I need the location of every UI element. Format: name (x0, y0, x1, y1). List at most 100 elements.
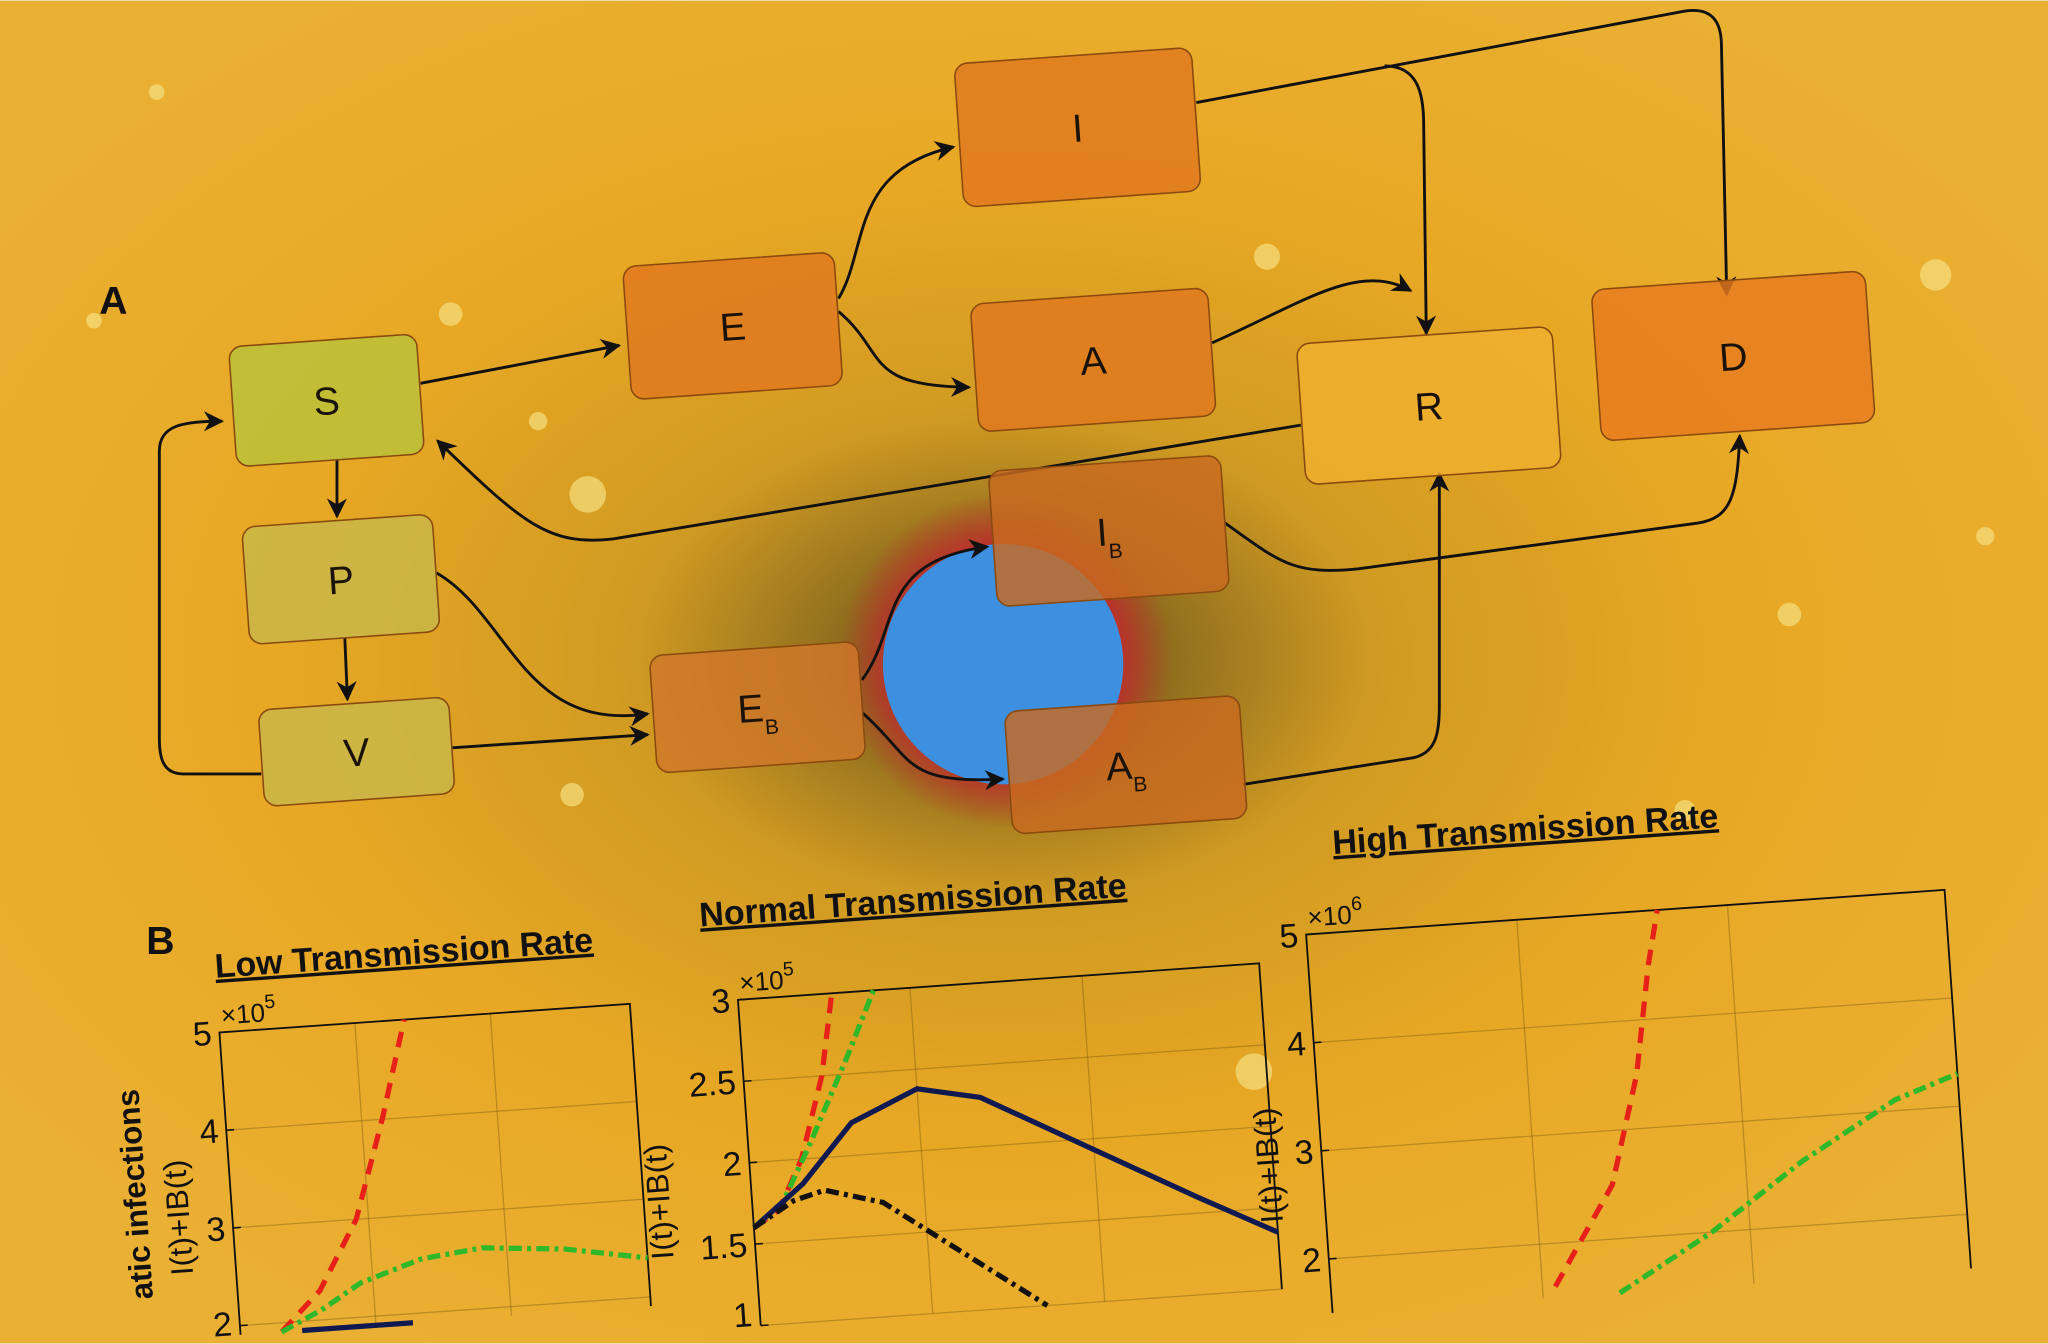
grid-line (754, 1207, 1277, 1245)
node-v: V (258, 696, 455, 807)
series-3-line (752, 1187, 1049, 1308)
node-box (1591, 270, 1876, 441)
node-ab: AB (1004, 695, 1248, 835)
grid-line (489, 1013, 513, 1316)
node-r: R (1296, 326, 1562, 485)
node-ib: IB (988, 455, 1230, 607)
grid-line (1321, 1105, 1960, 1152)
y-multiplier: ×105 (738, 958, 796, 998)
arrow-p-to-v (336, 637, 357, 702)
series-1-line (280, 1245, 648, 1335)
y-tick (1313, 1041, 1322, 1044)
node-label: P (326, 559, 355, 604)
arrow-ab-to-r (1243, 471, 1450, 786)
axes-box (218, 1002, 652, 1335)
node-d: D (1591, 270, 1876, 441)
y-tick (754, 1242, 763, 1245)
y-tick-label: 2.5 (687, 1064, 737, 1105)
y-tick-label: 3 (710, 982, 731, 1021)
y-tick-label: 1.5 (699, 1226, 749, 1267)
node-eb: EB (649, 641, 866, 774)
arrow-r-to-s (436, 423, 1302, 542)
y-tick-label: 2 (212, 1305, 233, 1344)
series-2-line (302, 1320, 414, 1334)
y-tick (749, 1161, 758, 1164)
node-box (622, 252, 843, 400)
node-box (1004, 695, 1248, 835)
grid-line (354, 1022, 377, 1326)
node-a: A (970, 287, 1217, 432)
y-tick-label: 2 (1301, 1241, 1322, 1280)
y-axis-label: I(t)+IB(t) (157, 1159, 200, 1277)
node-label: E (718, 305, 747, 350)
arrow-a-to-r (1211, 273, 1413, 345)
y-tick-label: 4 (1286, 1025, 1307, 1064)
node-s: S (228, 333, 425, 467)
flow-arrows (157, 8, 1750, 791)
node-label: IB (1095, 510, 1123, 564)
compartment-nodes: S P V E EB I A IB AB R D (228, 47, 1876, 835)
y-axis-label: I(t)+IB(t) (638, 1143, 681, 1261)
grid-line (749, 1125, 1271, 1164)
series-1-line (1618, 1071, 1959, 1296)
axes-box (1305, 888, 1972, 1314)
y-tick (1328, 1257, 1337, 1260)
node-label: S (312, 380, 341, 425)
series-1-line (752, 989, 876, 1230)
background-particles (86, 84, 1995, 1090)
grid-line (233, 1198, 644, 1229)
grid-line (239, 1296, 651, 1327)
node-box (241, 514, 441, 645)
arrow-i-to-r (1384, 64, 1437, 336)
y-tick-label: 1 (732, 1296, 753, 1335)
grid-line (1328, 1213, 1968, 1260)
arrow-eb-to-ib (860, 539, 990, 681)
node-box (1296, 326, 1562, 485)
panel-b-label: B (146, 920, 174, 963)
grid-line (226, 1100, 637, 1131)
y-multiplier: ×105 (219, 991, 277, 1031)
node-p: P (241, 514, 441, 645)
y-tick (743, 1079, 752, 1083)
y-tick-label: 5 (1278, 917, 1299, 956)
node-box (954, 47, 1202, 208)
y-tick (233, 1226, 241, 1229)
node-i: I (954, 47, 1202, 208)
node-label: I (1071, 107, 1085, 151)
grid-line (760, 1288, 1282, 1327)
node-box (988, 455, 1230, 607)
node-box (649, 641, 866, 774)
arrow-v-to-eb (451, 725, 650, 750)
node-box (258, 696, 455, 807)
y-tick-label: 4 (198, 1113, 219, 1152)
y-tick (760, 1324, 769, 1327)
y-tick (1321, 1149, 1330, 1152)
arrow-e-to-a (837, 310, 972, 398)
grid-line (1516, 919, 1544, 1299)
node-box (228, 333, 425, 467)
arrow-ib-to-d (1224, 433, 1750, 572)
arrow-s-to-e (420, 338, 622, 385)
node-label: D (1718, 335, 1749, 380)
grid-line (1726, 905, 1755, 1284)
y-axis-label: I(t)+IB(t) (1247, 1106, 1290, 1224)
series-2-line (752, 1086, 1279, 1235)
node-label: V (342, 731, 371, 776)
node-label: R (1413, 385, 1444, 430)
panel-a: A S P V E EB I A IB AB R D (99, 8, 1876, 835)
node-label: A (1079, 339, 1109, 384)
node-label: AB (1105, 744, 1149, 799)
arrow-p-to-eb (435, 571, 650, 727)
arrow-e-to-i (837, 141, 956, 300)
y-tick (239, 1324, 248, 1327)
arrow-eb-to-ab (861, 711, 1006, 791)
grid-line (909, 987, 934, 1314)
grid-line (1313, 997, 1953, 1044)
y-tick-label: 2 (721, 1145, 742, 1184)
panel-a-label: A (99, 280, 127, 323)
arrow-v-to-s (157, 411, 262, 776)
axes-box (736, 962, 1283, 1326)
grid-line (743, 1044, 1265, 1082)
y-tick-label: 3 (1293, 1133, 1314, 1172)
